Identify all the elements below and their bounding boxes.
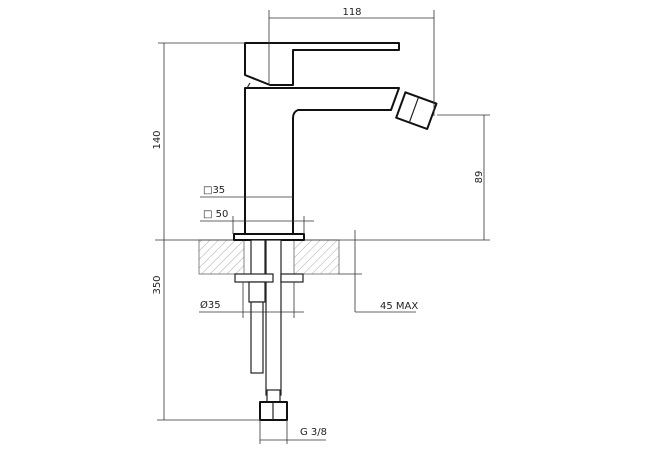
faucet-body xyxy=(233,42,438,241)
below-deck-fittings xyxy=(234,239,304,421)
dimension-max-deck-thickness: 45 MAX xyxy=(339,230,418,313)
base-plate xyxy=(233,233,305,241)
spray-nozzle xyxy=(395,91,438,130)
dimension-label: □35 xyxy=(203,185,225,196)
countertop-section xyxy=(198,239,340,275)
dimension-below-deck-length: 350 xyxy=(152,240,260,421)
dimension-label: □ 50 xyxy=(203,209,228,220)
dimension-body-square: □35 xyxy=(200,185,293,198)
flexible-hose xyxy=(250,301,264,374)
dimension-hole-diameter: Ø35 xyxy=(199,282,304,318)
dimension-label: 45 MAX xyxy=(380,301,418,312)
dimension-spout-height: 89 xyxy=(437,114,490,240)
dimension-base-square: □ 50 xyxy=(200,209,314,234)
dimension-label: 89 xyxy=(474,171,485,184)
dimension-total-height: 140 xyxy=(152,42,245,240)
dimension-connection-thread: G 3/8 xyxy=(259,420,327,444)
dimension-label: 118 xyxy=(342,7,361,18)
dimension-label: G 3/8 xyxy=(300,427,327,438)
dimension-label: 140 xyxy=(152,130,163,149)
dimension-label: Ø35 xyxy=(200,299,221,311)
dimension-label: 350 xyxy=(152,275,163,294)
lever-handle xyxy=(244,42,400,86)
dimension-spout-reach: 118 xyxy=(268,7,435,116)
